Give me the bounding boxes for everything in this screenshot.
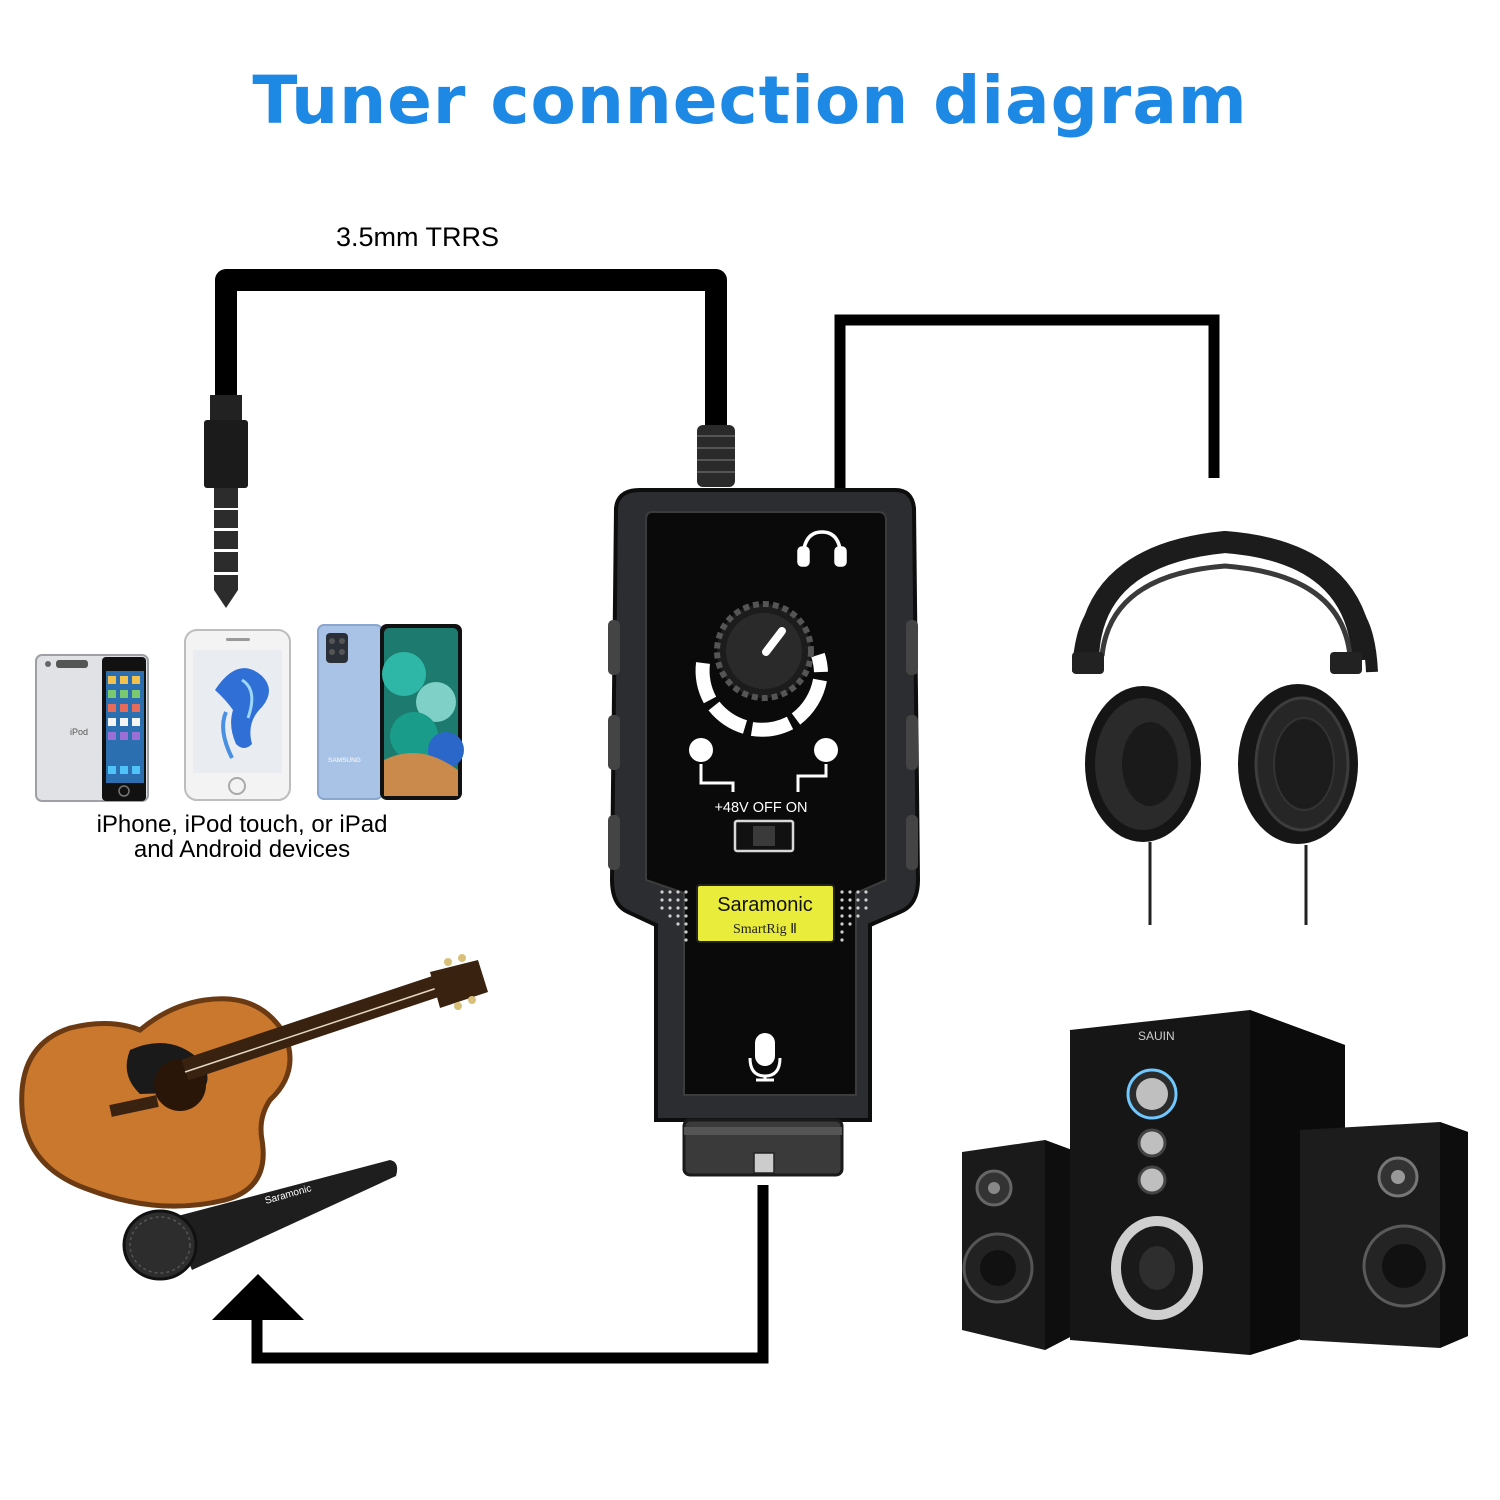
trrs-cable — [226, 280, 735, 487]
brand-badge: Saramonic SmartRig Ⅱ — [697, 885, 834, 942]
arrow-up-icon — [212, 1274, 304, 1320]
led-left — [689, 738, 713, 762]
input-cable — [257, 1185, 763, 1358]
speaker-brand: SAUIN — [1138, 1029, 1175, 1043]
ipod-label: iPod — [70, 727, 88, 737]
phantom-power-switch[interactable] — [735, 821, 793, 851]
model-name: SmartRig Ⅱ — [733, 922, 797, 937]
phantom-power-label: +48V OFF ON — [714, 800, 807, 816]
phone-brand: SAMSUNG — [328, 757, 361, 764]
gain-knob[interactable] — [717, 604, 811, 698]
speaker-system: SAUIN — [962, 1010, 1468, 1355]
headphone-cable — [840, 320, 1214, 495]
xlr-connector — [684, 1120, 842, 1175]
acoustic-guitar — [22, 954, 488, 1206]
iphone — [185, 630, 290, 800]
audio-interface: +48V OFF ON Saramonic SmartRig Ⅱ — [608, 490, 918, 1175]
trrs-plug — [204, 395, 248, 608]
led-right — [814, 738, 838, 762]
headphones — [1072, 542, 1372, 925]
ipod-touch: iPod — [36, 655, 148, 801]
brand-name: Saramonic — [717, 894, 813, 916]
android-phone: SAMSUNG — [318, 624, 464, 800]
